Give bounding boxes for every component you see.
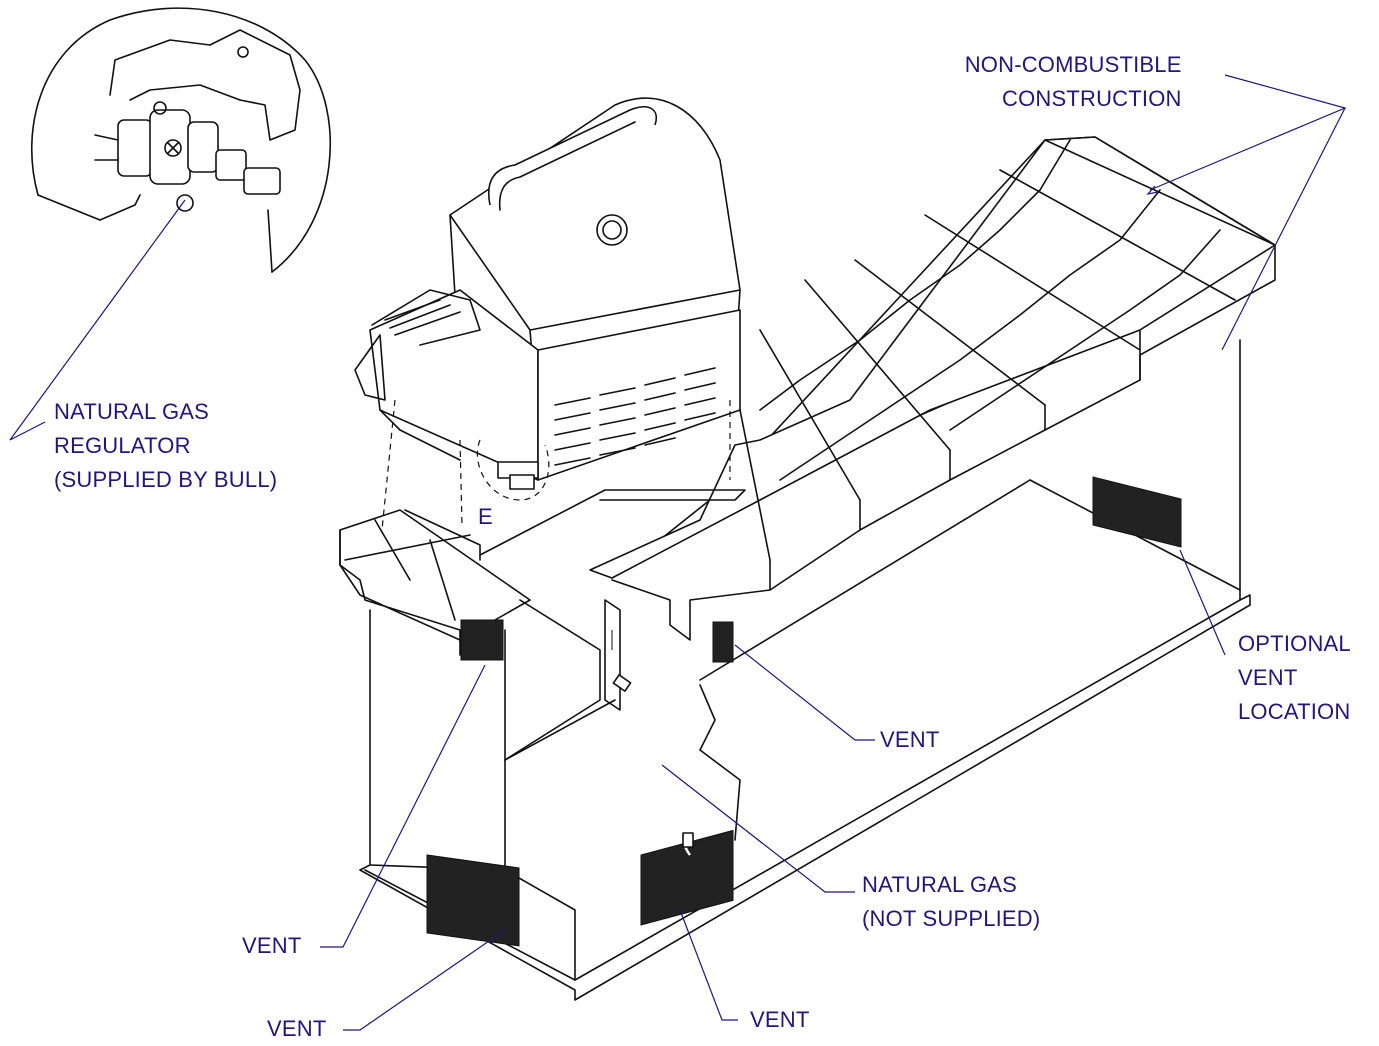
detail-reference-label: E [478, 504, 493, 529]
optional-vent-label: OPTIONAL VENT LOCATION [1238, 631, 1351, 724]
island-body [359, 339, 1251, 1001]
vent-label-left-lower: VENT [267, 1016, 327, 1041]
grill-head [354, 97, 746, 556]
vent-label-bottom: VENT [750, 1007, 810, 1032]
vent-label-left-upper: VENT [242, 933, 302, 958]
regulator-label: NATURAL GAS REGULATOR (SUPPLIED BY BULL) [54, 399, 278, 492]
regulator-detail-circle [31, 7, 332, 273]
natural-gas-line-label: NATURAL GAS (NOT SUPPLIED) [862, 872, 1041, 931]
vent-label-center: VENT [880, 727, 940, 752]
left-countertop [339, 509, 531, 661]
countertop [589, 136, 1276, 641]
gas-hose [612, 674, 694, 856]
non-combustible-label: NON-COMBUSTIBLE CONSTRUCTION [964, 52, 1182, 111]
leader-lines [9, 74, 1347, 1031]
